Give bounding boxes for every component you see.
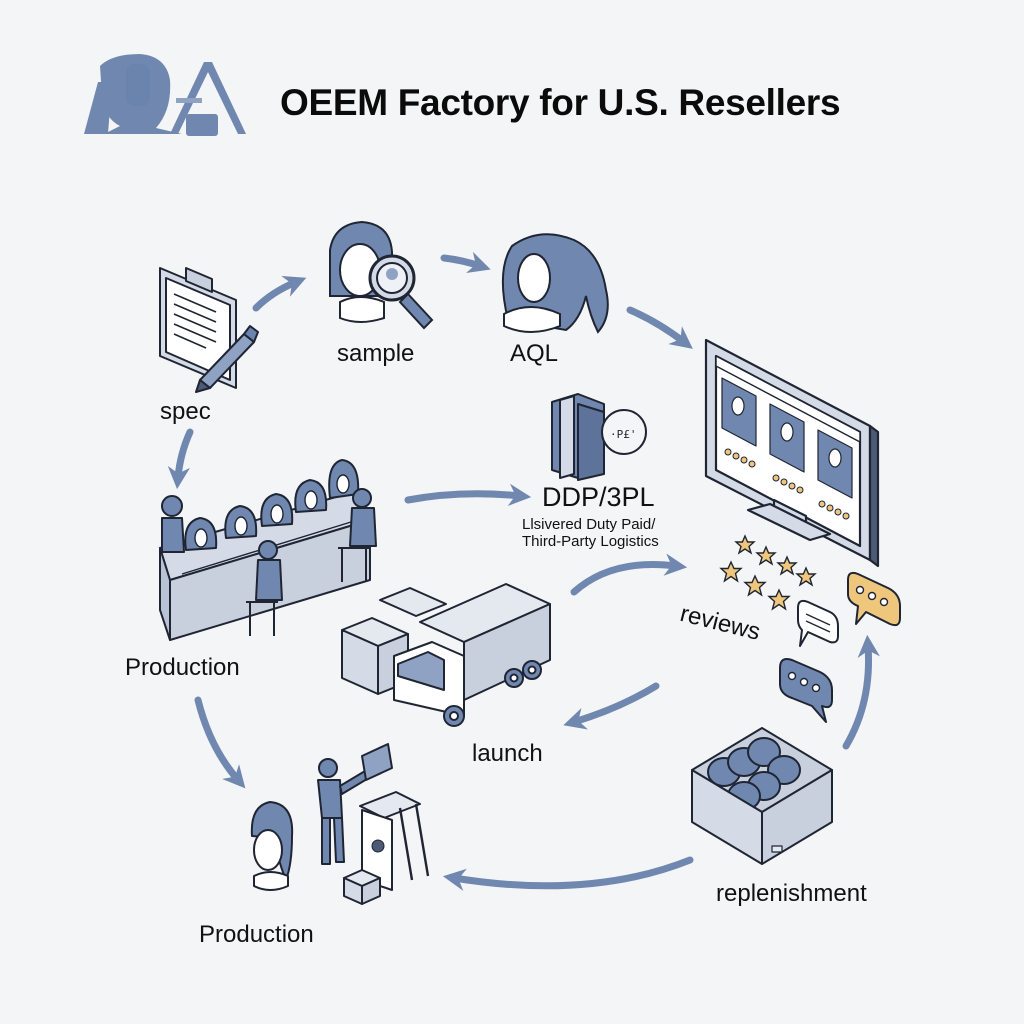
logo-a-bar [176,98,202,103]
logo-letter-a [170,62,246,134]
assembly-line-icon [159,459,377,641]
page-title: OEEM Factory for U.S. Resellers [280,82,841,123]
arrow-launch-to-reviews [570,553,688,596]
star-icon [776,555,798,576]
label-ddp-sub: Llsivered Duty Paid/ Third-Party Logisti… [522,516,659,550]
label-production-line: Production [125,654,240,681]
arrow-spec-to-production [167,428,194,490]
machine-dial-text: ·P£' [610,428,637,441]
arrow-sample-to-aql [440,251,491,274]
star-icon [795,566,817,587]
packing-machine-icon: ·P£' [551,393,647,481]
star-icon [743,574,767,597]
truck-boxes-icon [341,583,551,727]
logo-q-inner [126,64,150,106]
chat-bubble-white-icon [797,599,839,647]
label-replenishment: replenishment [716,880,867,907]
monitor-stars-icon [704,338,880,568]
chat-bubble-gold-icon [847,571,901,627]
arrow-replenishment-to-reviews [842,634,880,750]
label-spec: spec [160,398,211,425]
label-aql: AQL [510,340,559,367]
star-icon [767,588,791,611]
arrow-aql-to-reviews [626,306,693,349]
arrow-production-to-packing [194,696,246,789]
clipboard-pen-icon [159,267,259,393]
label-ddp: DDP/3PL [542,482,655,512]
chat-bubble-blue-icon [779,658,833,723]
wig-mannequin-icon [501,233,609,334]
label-production-packing: Production [199,921,314,948]
star-icon [719,560,743,583]
label-sample: sample [337,340,415,367]
arrow-production-to-ddp [404,483,532,506]
arrow-replenishment-to-packing [442,856,694,891]
review-stars [719,534,817,611]
logo-a-block [186,114,218,136]
box-of-wigs-icon [691,727,833,865]
star-icon [734,534,756,555]
logo [84,54,246,136]
mannequin-magnifier-icon [329,220,434,330]
arrow-spec-to-sample [252,275,307,312]
star-icon [755,545,777,566]
arrow-reviews-to-launch [563,682,660,730]
label-ddp-sub-line1: Llsivered Duty Paid/ [522,516,656,533]
worker-packing-icon [250,743,430,905]
label-launch: launch [472,740,543,767]
label-ddp-sub-line2: Third-Party Logistics [522,533,659,550]
